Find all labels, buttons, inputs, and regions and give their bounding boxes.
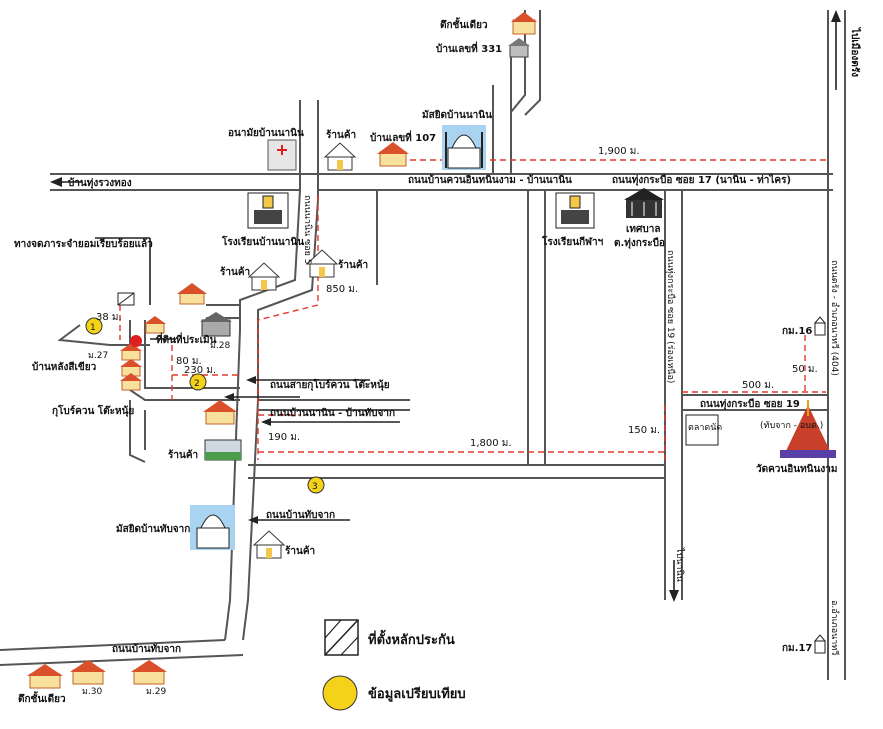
label-road-thapchak: ถนนบ้านทับจาก <box>266 509 335 521</box>
km-post-icon <box>813 316 827 336</box>
house-107-icon <box>377 142 409 167</box>
label-house-107: บ้านเลขที่ 107 <box>370 130 436 144</box>
label-moo-28: ม.28 <box>210 341 231 351</box>
map-labels: ตึกชั้นเดียว บ้านเลขที่ 331 มัสยิดบ้านนา… <box>14 17 862 705</box>
label-dist-1900: 1,900 ม. <box>598 146 640 157</box>
marker-3-label: 3 <box>312 482 318 492</box>
house-moo28-icon <box>200 312 232 337</box>
label-shop-left: ร้านค้า <box>220 266 250 278</box>
legend-land-label: ที่ตั้งหลักประกัน <box>368 629 455 648</box>
label-house-331: บ้านเลขที่ 331 <box>436 41 502 55</box>
label-road-thapchak-bottom: ถนนบ้านทับจาก <box>112 643 181 655</box>
label-appraised-land: ที่ดินที่ประเมิน <box>156 332 217 346</box>
mosque-thapchak-icon <box>190 505 235 550</box>
label-kubo: กุโบร์ควน โต๊ะหนุ้ย <box>52 404 134 417</box>
label-km16: กม.16 <box>782 326 812 337</box>
label-dist-230: 230 ม. <box>184 365 216 376</box>
label-shop-bottom: ร้านค้า <box>285 545 315 557</box>
label-to-thungruangthong: บ้านทุ่งรวงทอง <box>68 177 132 189</box>
label-mosque-nanin: มัสยิดบ้านนานิน <box>422 109 492 121</box>
label-single-storey-top: ตึกชั้นเดียว <box>440 17 488 31</box>
label-municipality-sub: ต.ทุ่งกระบือ <box>614 237 665 249</box>
temple-icon <box>780 400 836 458</box>
label-shop-right: ร้านค้า <box>338 259 368 271</box>
road-network <box>0 10 846 680</box>
label-road-thungkrabue-19: ถนนทุ่งกระบือ ซอย 19 <box>700 398 800 410</box>
km-post-icon <box>813 634 827 654</box>
house-icon <box>120 373 142 391</box>
house-icon <box>144 316 166 334</box>
label-house-nanin-khiew: บ้านหลังสีเขียว <box>32 361 97 373</box>
label-road-khuan-nanin: ถนนบ้านควนอินทนินงาม - บ้านนานิน <box>408 174 572 186</box>
label-road-thungkrabue-17: ถนนทุ่งกระบือ ซอย 17 (นานิน - ท่าไคร) <box>612 173 791 186</box>
label-shop-lower: ร้านค้า <box>168 449 198 461</box>
mosque-icon <box>442 125 486 170</box>
label-junction-note: ทางจดภาระจำยอมเรียบร้อยแล้ว <box>14 238 153 250</box>
market-icon <box>685 414 719 446</box>
marker-1-label: 1 <box>90 323 96 333</box>
label-mosque-thapchak: มัสยิดบ้านทับจาก <box>116 523 190 535</box>
label-dist-1800: 1,800 ม. <box>470 438 512 449</box>
marker-2-label: 2 <box>194 379 200 389</box>
label-dist-850: 850 ม. <box>326 284 358 295</box>
legend-compare-label: ข้อมูลเปรียบเทียบ <box>368 686 466 702</box>
house-icon <box>27 664 63 689</box>
label-dist-80: 80 ม. <box>176 356 202 367</box>
buildings <box>27 12 836 689</box>
label-moo-30: ม.30 <box>82 687 103 697</box>
label-dist-38: 38 ม. <box>96 312 122 323</box>
house-icon <box>177 283 207 305</box>
house-icon <box>70 660 106 685</box>
label-km17: กม.17 <box>782 643 812 654</box>
house-icon <box>131 660 167 685</box>
label-dist-150: 150 ม. <box>628 425 660 436</box>
house-icon <box>511 12 537 35</box>
label-road-far-right-bottom: อ.อำเภอนาทวี <box>829 600 840 655</box>
label-thapchak-note: (ทับจาก - อบต.) <box>760 421 823 431</box>
pointer-arrows <box>50 10 841 602</box>
label-road-kubo: ถนนสายกุโบร์ควน โต๊ะหนุ้ย <box>270 378 390 391</box>
appraised-land-icon <box>117 292 135 306</box>
label-road-nanin-thapchak: ถนนบ้านนานิน - บ้านทับจาก <box>270 407 395 419</box>
shop-bottom-icon <box>252 530 286 559</box>
label-school-kilapat: โรงเรียนกีฬาฯ <box>541 235 604 248</box>
legend: ที่ตั้งหลักประกัน ข้อมูลเปรียบเทียบ <box>322 619 466 711</box>
hospital-icon <box>267 139 297 171</box>
house-icon <box>203 400 237 425</box>
label-school-nanin: โรงเรียนบ้านนานิน <box>221 235 304 248</box>
label-dist-50: 50 ม. <box>792 364 818 375</box>
label-municipality: เทศบาล <box>626 224 660 235</box>
school-kilapat-icon <box>555 192 595 229</box>
municipality-icon <box>624 188 664 218</box>
shop-left-icon <box>247 262 281 291</box>
label-road-far-right: ถนนตรัง - อำเภอนาทวี (404) <box>829 260 840 376</box>
label-shop-top: ร้านค้า <box>326 129 356 141</box>
label-road-right-vertical: ถนนทุ่งกระบือ ซอย 19 (ร่องเหนือ) <box>665 250 676 383</box>
label-to-mueang-trang: ไปเมืองตรัง <box>849 27 862 77</box>
label-dist-500: 500 ม. <box>742 380 774 391</box>
label-dist-190: 190 ม. <box>268 432 300 443</box>
label-single-storey-bottom: ตึกชั้นเดียว <box>18 691 66 705</box>
label-temple: วัดควนอินทนินงาม <box>756 463 837 475</box>
house-331-icon <box>508 38 530 58</box>
label-market: ตลาดนัด <box>688 423 722 433</box>
shop-lower-icon <box>204 439 242 461</box>
comparison-markers: 1 2 3 <box>85 317 325 494</box>
shop-icon <box>323 142 357 171</box>
label-moo-29: ม.29 <box>146 687 167 697</box>
label-to-nanin-down: ไปนานิน <box>674 547 685 582</box>
subject-location-marker <box>130 335 142 347</box>
shop-right-icon <box>305 249 339 278</box>
label-road-vertical-mid: ถนนนานิน ซอย 5 <box>302 195 313 265</box>
school-nanin-icon <box>247 192 289 229</box>
label-health-center: อนามัยบ้านนานิน <box>228 127 304 139</box>
label-moo-27: ม.27 <box>88 351 108 361</box>
